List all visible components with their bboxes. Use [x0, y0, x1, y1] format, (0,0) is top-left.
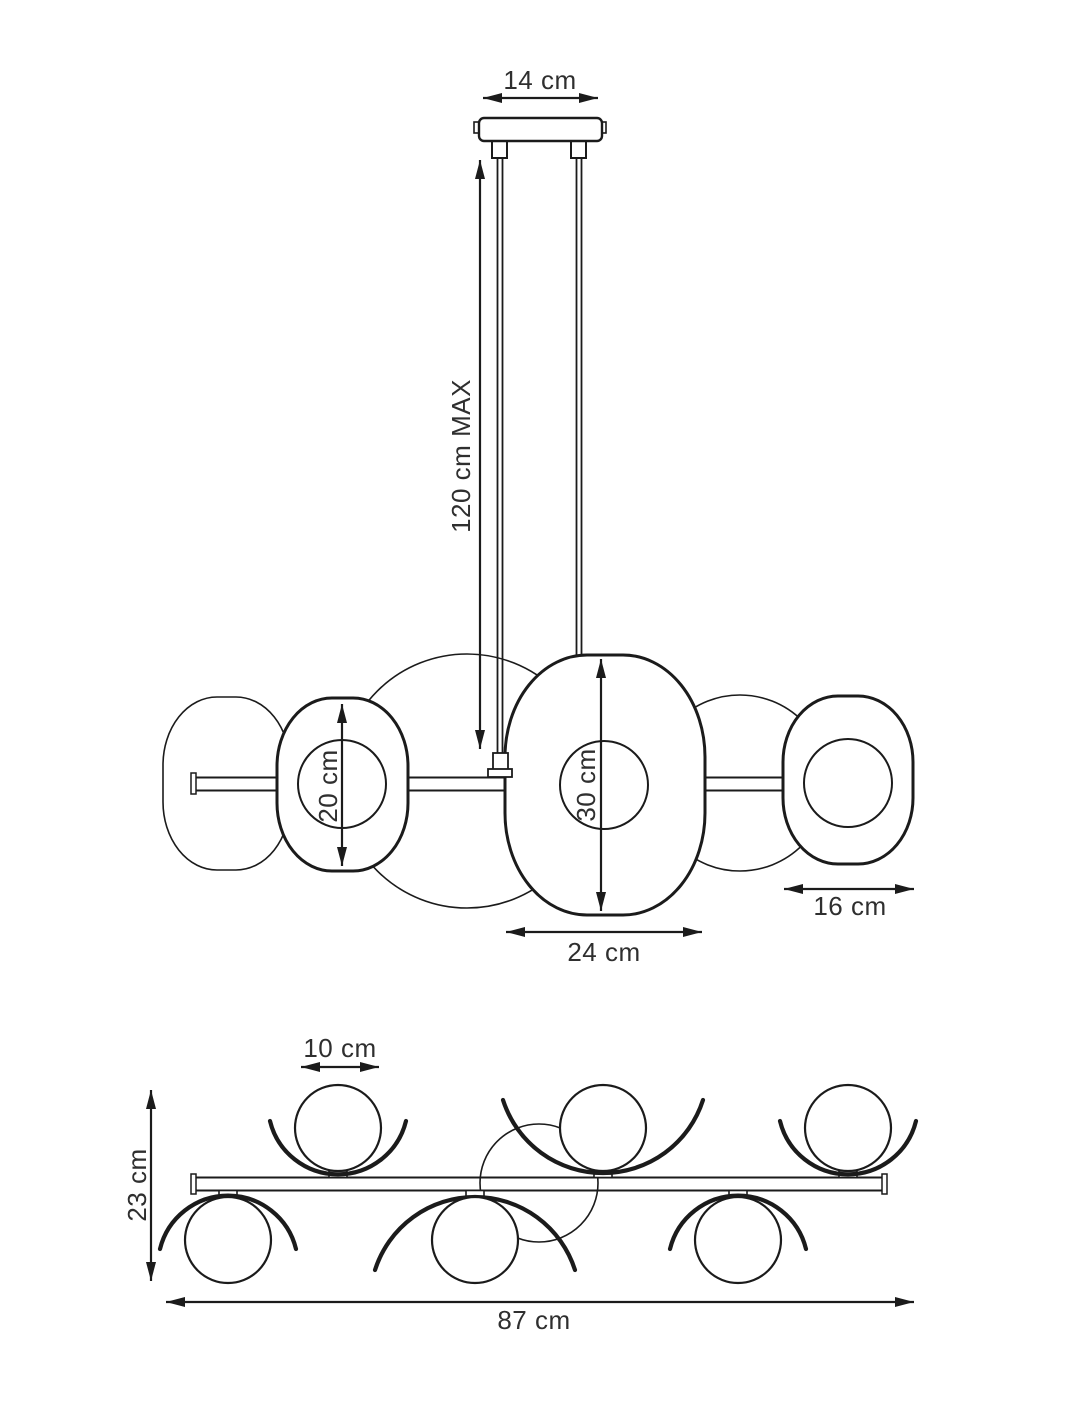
bar-end-cap-left — [190, 772, 197, 795]
shade-arc-top-2-large — [500, 1097, 706, 1176]
globe-bottom-2 — [430, 1195, 520, 1285]
dim-side-shade-width: 16 cm — [784, 884, 914, 921]
left-rod-sleeve — [491, 139, 508, 159]
glass-globes — [183, 1083, 893, 1285]
ceiling-canopy — [473, 116, 607, 143]
shade-arc-top-3 — [777, 1118, 919, 1177]
dim-label-total-width: 87 cm — [497, 1305, 570, 1335]
decorative-ring-outline — [479, 1123, 599, 1243]
suspension-rods — [491, 139, 587, 753]
globe-bottom-3 — [693, 1195, 783, 1285]
dim-total-width: 87 cm — [166, 1297, 914, 1335]
globe-top-1 — [293, 1083, 383, 1173]
globe-top-3 — [803, 1083, 893, 1173]
canopy-body — [477, 116, 604, 143]
shade-front-center-large — [503, 653, 707, 917]
shade-front-right — [781, 694, 915, 866]
hanger-bar-top — [190, 1173, 888, 1195]
shade-arc-bottom-1 — [157, 1193, 299, 1252]
rod-foot-connector — [487, 752, 513, 778]
side-view — [162, 116, 915, 917]
dim-label-globe-diameter: 10 cm — [303, 1033, 376, 1063]
dim-drop-max: 120 cm MAX — [446, 160, 485, 749]
shade-arc-top-1 — [267, 1118, 409, 1177]
dim-label-depth: 23 cm — [122, 1148, 152, 1221]
dim-small-shade-height: 20 cm — [313, 704, 347, 866]
shade-arc-bottom-3 — [667, 1193, 809, 1252]
top-view — [157, 1083, 919, 1285]
bar-end-cap-right — [881, 1173, 888, 1195]
dim-large-shade-height: 30 cm — [571, 659, 606, 911]
dim-globe-diameter: 10 cm — [301, 1033, 379, 1072]
globe-bottom-1 — [183, 1195, 273, 1285]
dimensions: 14 cm 120 cm MAX 20 cm 30 cm 24 cm 16 cm — [122, 65, 914, 1335]
shade-crescents — [157, 1097, 919, 1273]
rod-foot-upper — [492, 752, 509, 771]
dim-canopy-width: 14 cm — [483, 65, 598, 103]
shade-back-left — [162, 696, 291, 871]
rod-foot-base — [487, 768, 513, 778]
bar-end-cap-left — [190, 1173, 197, 1195]
back-shades — [162, 653, 829, 909]
dim-label-side-shade-width: 16 cm — [813, 891, 886, 921]
globe-mount-tabs — [218, 1170, 858, 1198]
dim-large-shade-width: 24 cm — [506, 927, 702, 967]
dim-label-small-shade-height: 20 cm — [313, 749, 343, 822]
dim-label-drop-max: 120 cm MAX — [446, 379, 476, 533]
dim-label-large-shade-width: 24 cm — [567, 937, 640, 967]
right-rod-sleeve — [570, 139, 587, 159]
globe-top-2 — [558, 1083, 648, 1173]
dim-depth: 23 cm — [122, 1090, 156, 1281]
dim-label-canopy-width: 14 cm — [503, 65, 576, 95]
dim-label-large-shade-height: 30 cm — [571, 748, 601, 821]
globe-in-right-shade — [803, 738, 893, 828]
